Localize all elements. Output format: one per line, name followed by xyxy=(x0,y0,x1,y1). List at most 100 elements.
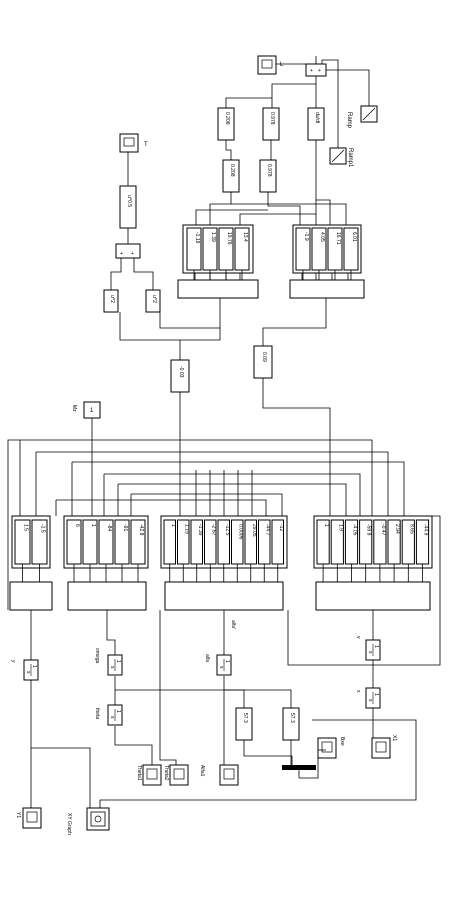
alfa-bank-gain-value: -12 xyxy=(278,524,284,531)
sum-bank-v[interactable] xyxy=(315,581,431,611)
scope-y1-screen-icon xyxy=(26,811,38,823)
label-theta: theta xyxy=(94,708,100,719)
scope-t[interactable] xyxy=(119,133,139,153)
derivative-label: du/dt xyxy=(314,112,320,124)
sum-sqrt-sign2: + xyxy=(131,251,134,257)
scope-t-label: T xyxy=(144,142,148,148)
ramp-block[interactable] xyxy=(360,105,378,123)
gain-neg003-label: -0.03 xyxy=(178,366,184,378)
scope-alfa1-label: Alfa1 xyxy=(199,765,205,777)
scope-theta2-label: Theta2 xyxy=(163,765,169,781)
omega-bank-gain-value: 1 xyxy=(90,524,96,527)
ramp-label: Ramp xyxy=(346,112,352,129)
scope-x1[interactable] xyxy=(371,737,391,759)
integrator-y-den: s xyxy=(25,671,31,674)
sum-bank-right[interactable] xyxy=(289,279,365,299)
alfa-bank-gain-value: 0.0006 xyxy=(237,524,243,540)
scope-alfa1[interactable] xyxy=(219,764,239,786)
alfa-bank-gain-value: -12.5 xyxy=(224,524,230,536)
square-2-label: u^2 xyxy=(151,295,157,303)
xy-graph-trace-icon xyxy=(94,815,102,823)
integrator-x-num: 1 xyxy=(373,693,379,696)
label-v: v xyxy=(355,636,361,639)
gain-009[interactable] xyxy=(253,345,273,379)
v-bank-gain-value: 1 xyxy=(323,524,329,527)
gain-573-a-label: 57.3 xyxy=(242,713,248,723)
right-bank-gain-value: -1.9 xyxy=(303,232,309,241)
v-bank-gain-value: -0.47 xyxy=(380,524,386,536)
scope-theta2[interactable] xyxy=(169,764,189,786)
gain-bank-omega-cells: 6+1+-84+-91+-42.8+ xyxy=(66,519,146,591)
sum-block-top[interactable] xyxy=(305,63,327,77)
label-x: x xyxy=(355,690,361,693)
right-bank-gain-value: 6.01 xyxy=(351,232,357,242)
scope-x1-label: X1 xyxy=(391,735,397,741)
alfa-bank-gain-value: 29.05 xyxy=(251,524,257,537)
label-y: y xyxy=(10,660,16,663)
gain-009-label: 0.09 xyxy=(261,352,267,362)
scope-y1[interactable] xyxy=(22,807,42,829)
sum-bank-left[interactable] xyxy=(177,279,259,299)
integrator-x-den: s xyxy=(367,699,373,702)
integrator-y-num: 1 xyxy=(31,665,37,668)
gain-0208-b-label: 0.208 xyxy=(229,164,235,177)
integrator-omega-num: 1 xyxy=(115,660,121,663)
integrator-alfa-num: 1 xyxy=(224,660,230,663)
left-bank-gain-value: 19.76 xyxy=(226,232,232,245)
gain-0978-a-label: 0.978 xyxy=(269,112,275,125)
gain-bank-alfa-cells: 1+1.19+-1.39+-2.67+-12.5+0.0006+29.05+-4… xyxy=(163,519,284,591)
left-bank-gain-value: 13.4 xyxy=(242,232,248,242)
left-bank-gain-value: -1.19 xyxy=(194,232,200,244)
sum-top-sign: + xyxy=(310,68,313,74)
scope-y1-label: Y1 xyxy=(15,812,21,818)
bottom-scope-group xyxy=(22,737,391,831)
scope-bxe[interactable] xyxy=(317,737,337,759)
v-bank-gain-value: -4.05 xyxy=(352,524,358,536)
ramp1-label: Ramp1 xyxy=(347,148,353,168)
xy-graph-screen-icon xyxy=(90,811,106,827)
sum-bank-alfa[interactable] xyxy=(164,581,284,611)
scope-theta1-label: Theta1 xyxy=(136,765,142,781)
sum-top-sign2: + xyxy=(318,68,321,74)
gain-bank-y-cells: 1.5+-1.5+ xyxy=(14,519,48,591)
gain-0978-b-label: 0.978 xyxy=(266,164,272,177)
sqrt-label: u^0.5 xyxy=(126,195,132,207)
scope-l[interactable] xyxy=(257,55,277,75)
alfa-bank-gain-value: -1.39 xyxy=(197,524,203,536)
scope-bxe-screen-icon xyxy=(321,741,333,753)
sum-bank-omega[interactable] xyxy=(67,581,147,611)
y-bank-gain-value: 1.5 xyxy=(23,524,29,531)
sum-sqrt-sign1: + xyxy=(120,251,123,257)
gain-0208-a-label: 0.208 xyxy=(224,112,230,125)
scope-theta1[interactable] xyxy=(142,764,162,786)
alfa-bank-gain-value: 1.19 xyxy=(183,524,189,534)
scope-theta1-screen-icon xyxy=(146,768,158,780)
omega-bank-gain-value: -84 xyxy=(106,524,112,531)
v-bank-gain-value: 8.65 xyxy=(408,524,414,534)
xy-graph-block[interactable] xyxy=(86,807,110,831)
label-omega: omega xyxy=(94,648,100,664)
v-bank-gain-value: 2.94 xyxy=(394,524,400,534)
right-bank-gain-value: 16.71 xyxy=(335,232,341,245)
omega-bank-gain-value: 6 xyxy=(74,524,80,527)
ramp1-block[interactable] xyxy=(329,147,347,165)
scope-x1-screen-icon xyxy=(375,741,387,753)
integrator-v-num: 1 xyxy=(373,645,379,648)
scope-l-label: L xyxy=(280,62,284,68)
signal-lines xyxy=(7,56,441,808)
v-bank-gain-value: -44.9 xyxy=(423,524,429,536)
gain-573-b-label: 57.3 xyxy=(289,713,295,723)
alfa-bank-gain-value: -2.67 xyxy=(210,524,216,536)
omega-bank-gain-value: -91 xyxy=(122,524,128,531)
gain-bank-v-cells: 1+1.9+-4.05+-59.8+-0.47+2.94+8.65+-44.9+ xyxy=(316,519,430,591)
label-alfa-dot: alfa' xyxy=(230,620,236,629)
sum-bank-y[interactable] xyxy=(9,581,53,611)
scope-bxe-label: Bxe xyxy=(339,737,345,746)
mux-block[interactable] xyxy=(282,765,316,770)
right-bank-gain-value: 4.05 xyxy=(319,232,325,242)
integrator-omega-den: s xyxy=(109,666,115,669)
y-bank-gain-value: -1.5 xyxy=(40,524,46,533)
label-alfa: alfa xyxy=(204,654,210,662)
integrator-alfa-den: s xyxy=(218,666,224,669)
